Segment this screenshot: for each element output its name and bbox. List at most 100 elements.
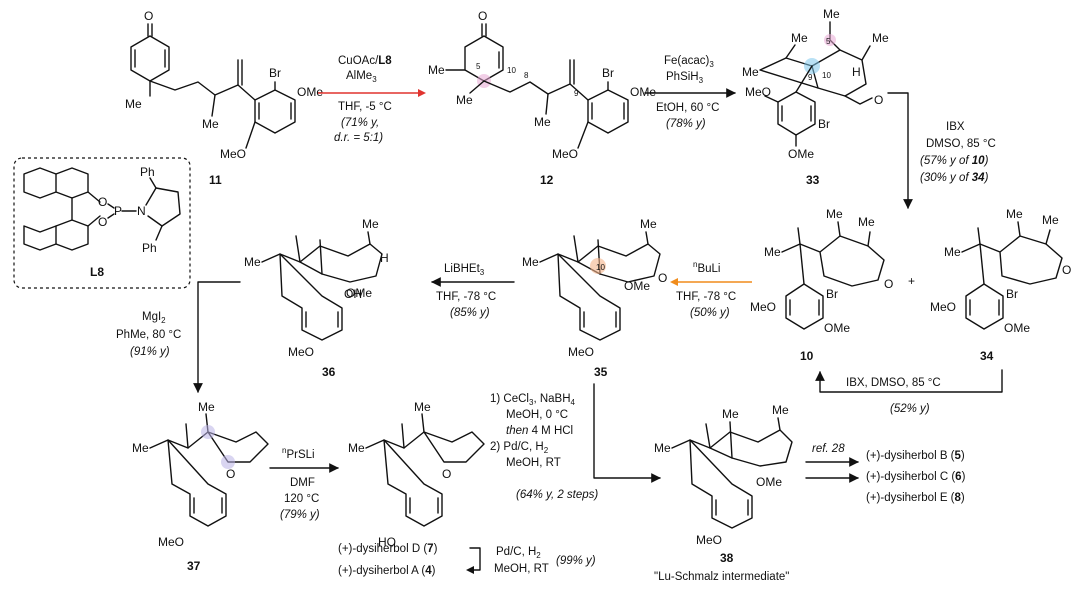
svg-text:Fe(acac)3: Fe(acac)3 (664, 55, 714, 69)
step-6-conditions: LiBHEt3 THF, -78 °C (85% y) (431, 263, 515, 319)
atom-label: Ph (142, 241, 157, 255)
yield-text: (71% y, (341, 117, 379, 129)
compound-36-structure: Me Me H OH OMe MeO 36 (244, 217, 389, 379)
atom-label: Me (640, 217, 657, 231)
subscript: 3 (699, 76, 704, 85)
step-2-conditions: Fe(acac)3 PhSiH3 EtOH, 60 °C (78% y) (644, 55, 736, 130)
atom-label: H (852, 65, 861, 79)
atom-label: O (1062, 263, 1071, 277)
yield-text: (50% y) (690, 307, 730, 319)
yield-text: (30% y of (920, 172, 972, 184)
locant: 9 (808, 73, 813, 82)
subscript: 3 (709, 60, 714, 69)
atom-label: OMe (824, 321, 850, 335)
intermediate-caption: "Lu-Schmalz intermediate" (654, 571, 789, 583)
atom-label: O (226, 467, 235, 481)
compound-ref: 10 (972, 155, 985, 167)
atom-label: Me (348, 441, 365, 455)
atom-label: OMe (1004, 321, 1030, 335)
atom-label: Me (428, 63, 445, 77)
svg-text:Pd/C, H2: Pd/C, H2 (496, 546, 541, 560)
atom-label: OMe (756, 475, 782, 489)
atom-label: OH (344, 287, 362, 301)
atom-label: Ph (140, 165, 155, 179)
condition-text: PrSLi (286, 449, 314, 461)
step-5-conditions: nBuLi THF, -78 °C (50% y) (670, 260, 752, 319)
product-name: ) (962, 471, 966, 483)
condition-text: 2) Pd/C, H (490, 441, 544, 453)
atom-label: O (874, 93, 883, 107)
atom-label: Me (244, 255, 261, 269)
compound-number: 10 (800, 349, 814, 363)
atom-label: Me (654, 441, 671, 455)
subscript: 2 (536, 551, 541, 560)
condition-text: , NaBH (533, 393, 570, 405)
atom-label: Me (826, 207, 843, 221)
subscript: 2 (161, 316, 166, 325)
svg-text:(30% y of 34): (30% y of 34) (920, 172, 989, 184)
yield-text: d.r. = 5:1) (334, 132, 383, 144)
atom-label: Me (872, 31, 889, 45)
compound-number: 35 (594, 365, 608, 379)
atom-label: HO (378, 535, 396, 549)
atom-label: Me (858, 215, 875, 229)
atom-label: OMe (630, 85, 656, 99)
product-name: ) (434, 543, 438, 555)
condition-text: BuLi (697, 263, 720, 275)
product-name: (+)-dysiherbol C ( (866, 471, 955, 483)
superscript: n (693, 260, 697, 269)
condition-text: MgI (142, 311, 161, 323)
product-name: (+)-dysiherbol D ( (338, 543, 427, 555)
atom-label: Me (125, 97, 142, 111)
compound-35-structure: Me 10 Me O OMe MeO 35 (522, 217, 667, 379)
product-name: ) (432, 565, 436, 577)
dysiherbol-B-C-E-list: (+)-dysiherbol B (5) (+)-dysiherbol C (6… (866, 450, 966, 504)
atom-label: OMe (346, 286, 372, 300)
atom-label: Me (772, 403, 789, 417)
condition-text: DMF (290, 477, 315, 489)
atom-label: O (658, 271, 667, 285)
condition-text: AlMe (346, 70, 372, 82)
svg-text:PhSiH3: PhSiH3 (666, 71, 704, 85)
atom-label: O (98, 195, 107, 209)
atom-label: MeO (288, 345, 314, 359)
condition-text: LiBHEt (444, 263, 481, 275)
atom-label: OMe (788, 147, 814, 161)
atom-label: Me (764, 245, 781, 259)
condition-text: 1) CeCl (490, 393, 529, 405)
svg-text:nBuLi: nBuLi (693, 260, 720, 275)
svg-text:1) CeCl3, NaBH4: 1) CeCl3, NaBH4 (490, 393, 576, 407)
atom-label: P (114, 204, 122, 218)
compound-33-structure: Me Me Me Me 9 5 10 H O MeO Br OMe 33 (742, 7, 889, 187)
condition-text: IBX (946, 121, 965, 133)
atom-label: MeO (552, 147, 578, 161)
svg-text:CuOAc/L8: CuOAc/L8 (338, 55, 392, 67)
svg-text:AlMe3: AlMe3 (346, 70, 377, 84)
condition-text: IBX, DMSO, 85 °C (846, 377, 941, 389)
subscript: 4 (571, 398, 576, 407)
condition-text: then (506, 425, 528, 437)
step-11-conditions: ref. 28 (805, 443, 859, 483)
svg-text:(57% y of 10): (57% y of 10) (920, 155, 989, 167)
atom-label: Me (414, 400, 431, 414)
locant: 10 (507, 66, 516, 75)
yield-text: (85% y) (450, 307, 490, 319)
locant: 10 (596, 263, 605, 272)
svg-text:(+)-dysiherbol A (4): (+)-dysiherbol A (4) (338, 565, 436, 577)
atom-label: OMe (297, 85, 323, 99)
condition-text: Fe(acac) (664, 55, 710, 67)
compound-11-structure: O Me Me Br OMe MeO 11 (125, 9, 323, 187)
atom-label: Br (826, 287, 838, 301)
atom-label: Me (132, 441, 149, 455)
condition-text: PhMe, 80 °C (116, 329, 181, 341)
atom-label: Me (362, 217, 379, 231)
compound-number: 36 (322, 365, 336, 379)
atom-label: O (442, 467, 451, 481)
locant: 8 (524, 71, 529, 80)
condition-text: THF, -78 °C (676, 291, 736, 303)
svg-text:(+)-dysiherbol E (8): (+)-dysiherbol E (8) (866, 492, 965, 504)
atom-label: O (144, 9, 153, 23)
product-name: (+)-dysiherbol A ( (338, 565, 425, 577)
condition-text: 4 M HCl (528, 425, 573, 437)
atom-label: Me (742, 65, 759, 79)
